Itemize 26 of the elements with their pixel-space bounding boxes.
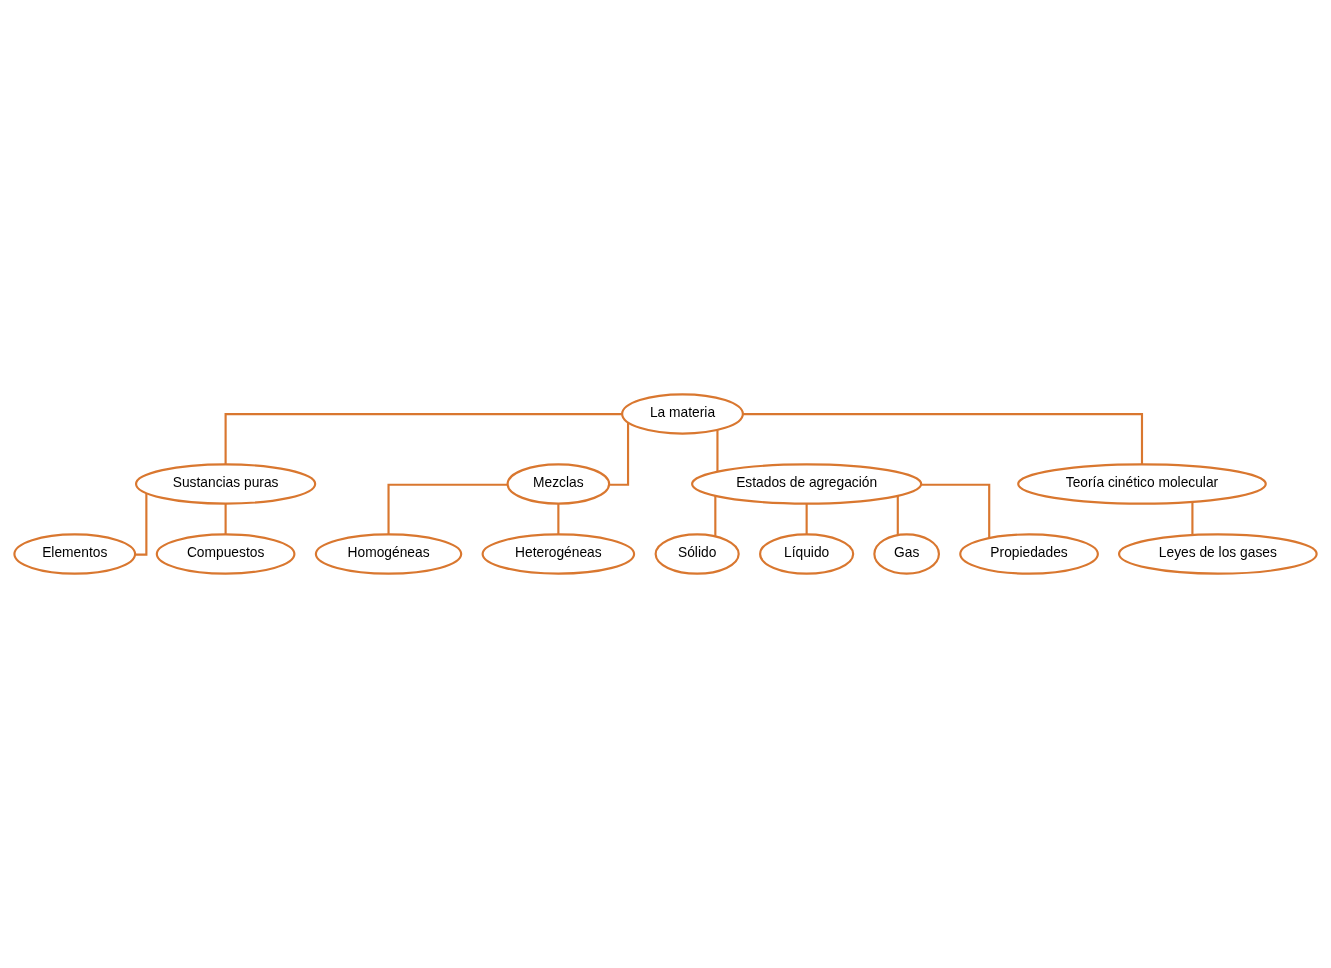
connector (743, 413, 1144, 465)
connector (716, 430, 719, 472)
node-ellipse: La materia (621, 393, 744, 435)
connector (135, 493, 148, 556)
node-ellipse: Heterogéneas (481, 533, 636, 575)
node-ellipse: Homogéneas (314, 533, 463, 575)
node-ellipse: Sólido (654, 533, 740, 575)
connector (896, 495, 899, 536)
node-ellipse: Sustancias puras (134, 463, 317, 505)
node-ellipse: Leyes de los gases (1118, 533, 1318, 575)
connector (714, 495, 717, 537)
node-ellipse: Propiedades (959, 533, 1099, 575)
node-ellipse: Compuestos (155, 533, 296, 575)
node-ellipse: Mezclas (506, 463, 611, 505)
connector (387, 483, 508, 535)
connector (805, 503, 808, 535)
node-ellipse: Teoría cinético molecular (1017, 463, 1267, 505)
node-ellipse: Estados de agregación (691, 463, 923, 505)
connector (1191, 502, 1194, 536)
node-ellipse: Líquido (759, 533, 855, 575)
node-ellipse: Gas (873, 533, 940, 575)
connector (224, 413, 623, 465)
node-ellipse: Elementos (13, 533, 137, 575)
connector (557, 503, 560, 535)
connector (921, 483, 991, 538)
connector (224, 503, 227, 535)
